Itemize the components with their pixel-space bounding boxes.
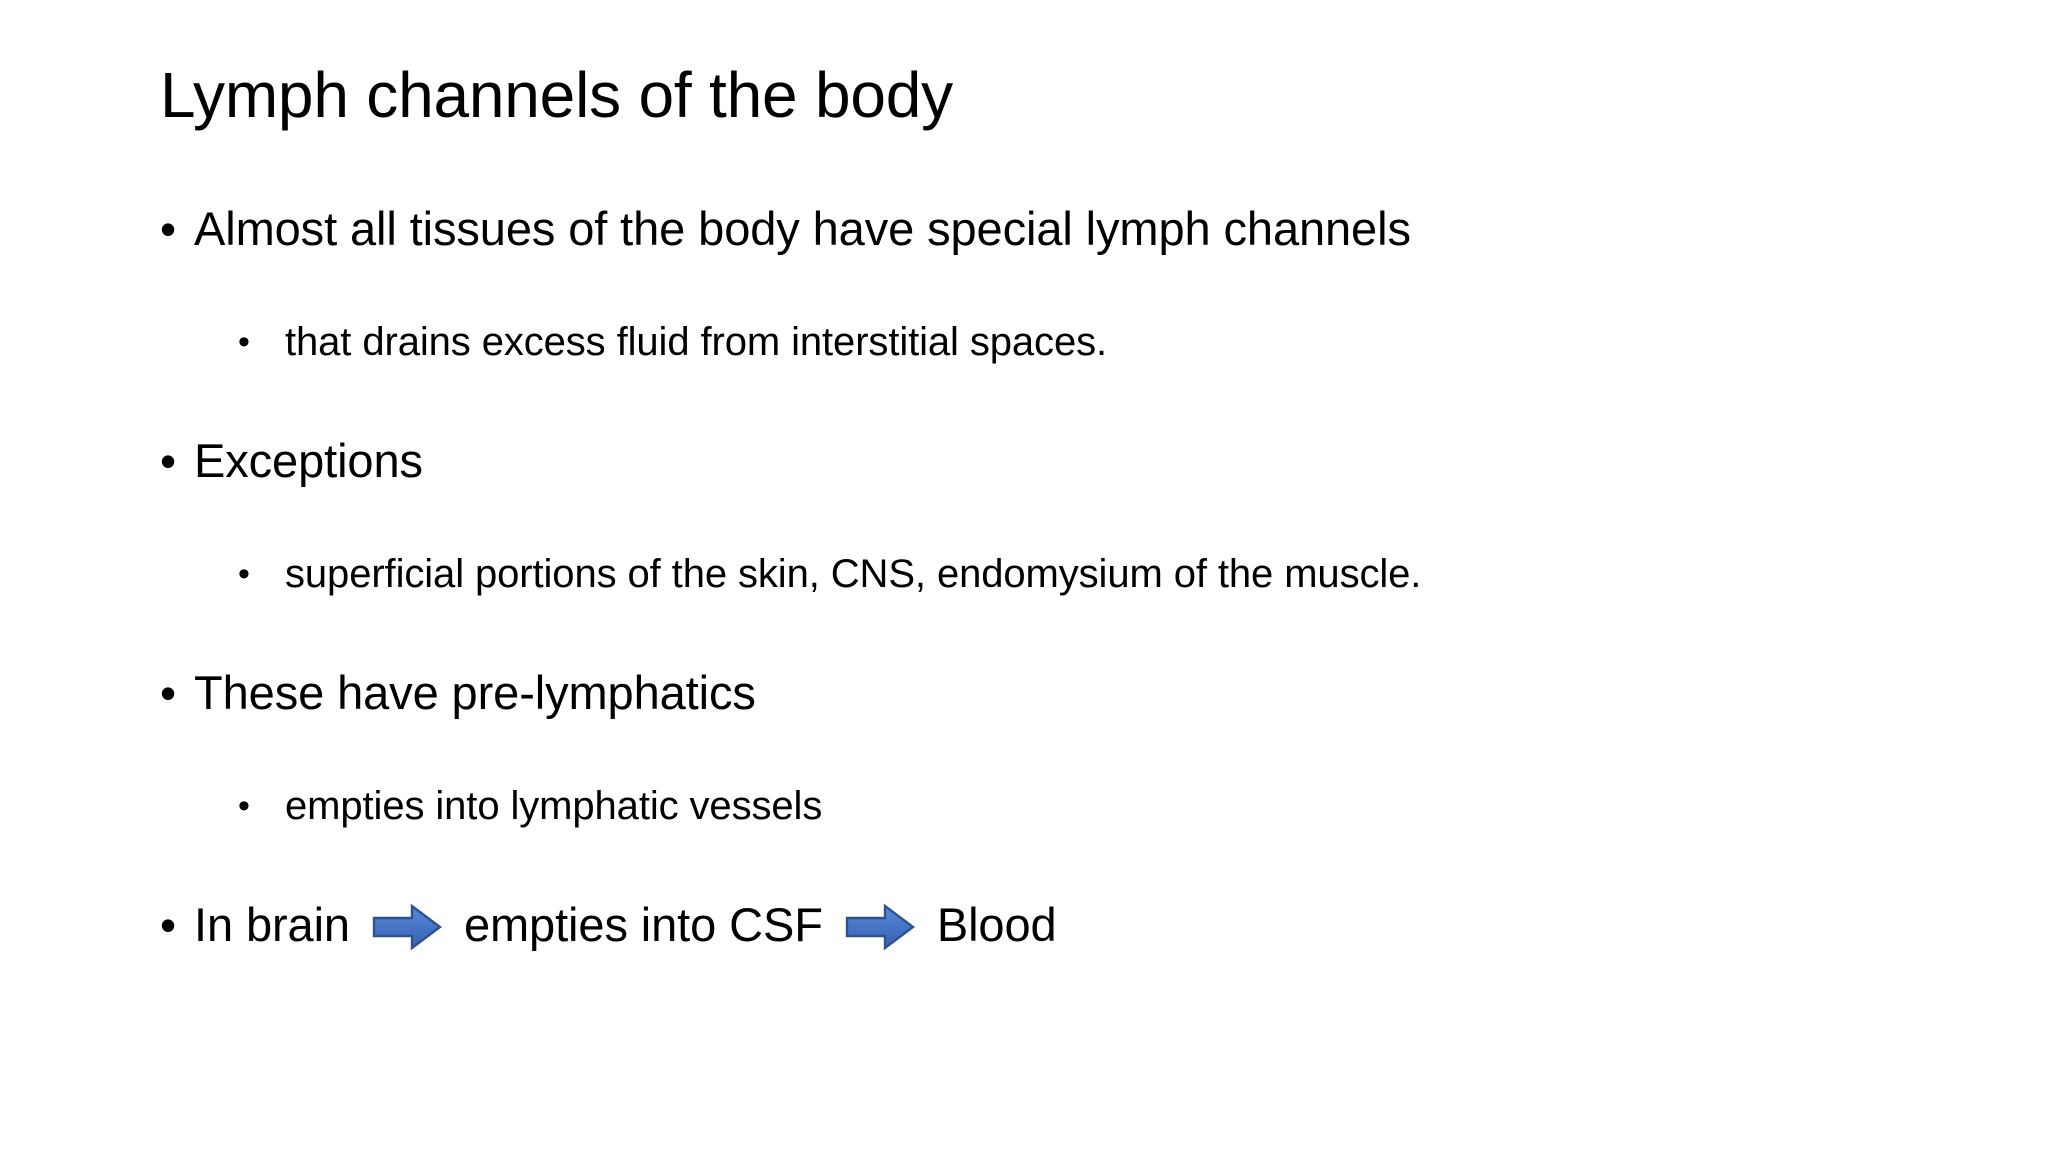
bullet-marker-icon: • bbox=[160, 899, 177, 951]
bullet-item-level1: • Almost all tissues of the body have sp… bbox=[0, 198, 2048, 302]
bullet-text: superficial portions of the skin, CNS, e… bbox=[285, 552, 1422, 596]
slide-title: Lymph channels of the body bbox=[160, 59, 953, 131]
bullet-marker-icon: • bbox=[238, 787, 250, 825]
slide-body-list: • Almost all tissues of the body have sp… bbox=[0, 198, 2048, 1010]
bullet-marker-icon: • bbox=[238, 323, 250, 361]
right-arrow-icon bbox=[372, 902, 442, 952]
bullet-marker-icon: • bbox=[160, 203, 177, 255]
bullet-item-flow: • In brain emp bbox=[0, 894, 2048, 998]
bullet-item-level1: • Exceptions bbox=[0, 430, 2048, 534]
flow-sequence: In brain empties into CSF bbox=[194, 894, 1057, 956]
flow-segment-in-brain: In brain bbox=[194, 898, 350, 951]
bullet-item-level2: • empties into lymphatic vessels bbox=[0, 778, 2048, 882]
bullet-text: Almost all tissues of the body have spec… bbox=[194, 202, 1411, 255]
right-arrow-icon bbox=[845, 902, 915, 952]
bullet-text: Exceptions bbox=[194, 434, 423, 487]
bullet-text: empties into lymphatic vessels bbox=[285, 784, 823, 828]
flow-segment-empties-into-csf: empties into CSF bbox=[463, 898, 823, 951]
bullet-marker-icon: • bbox=[160, 667, 177, 719]
bullet-text: These have pre-lymphatics bbox=[194, 666, 756, 719]
bullet-item-level2: • superficial portions of the skin, CNS,… bbox=[0, 546, 2048, 650]
flow-segment-blood: Blood bbox=[936, 898, 1057, 951]
bullet-marker-icon: • bbox=[238, 555, 250, 593]
bullet-marker-icon: • bbox=[160, 435, 177, 487]
bullet-item-level1: • These have pre-lymphatics bbox=[0, 662, 2048, 766]
bullet-item-level2: • that drains excess fluid from intersti… bbox=[0, 314, 2048, 418]
bullet-text: that drains excess fluid from interstiti… bbox=[285, 320, 1108, 364]
